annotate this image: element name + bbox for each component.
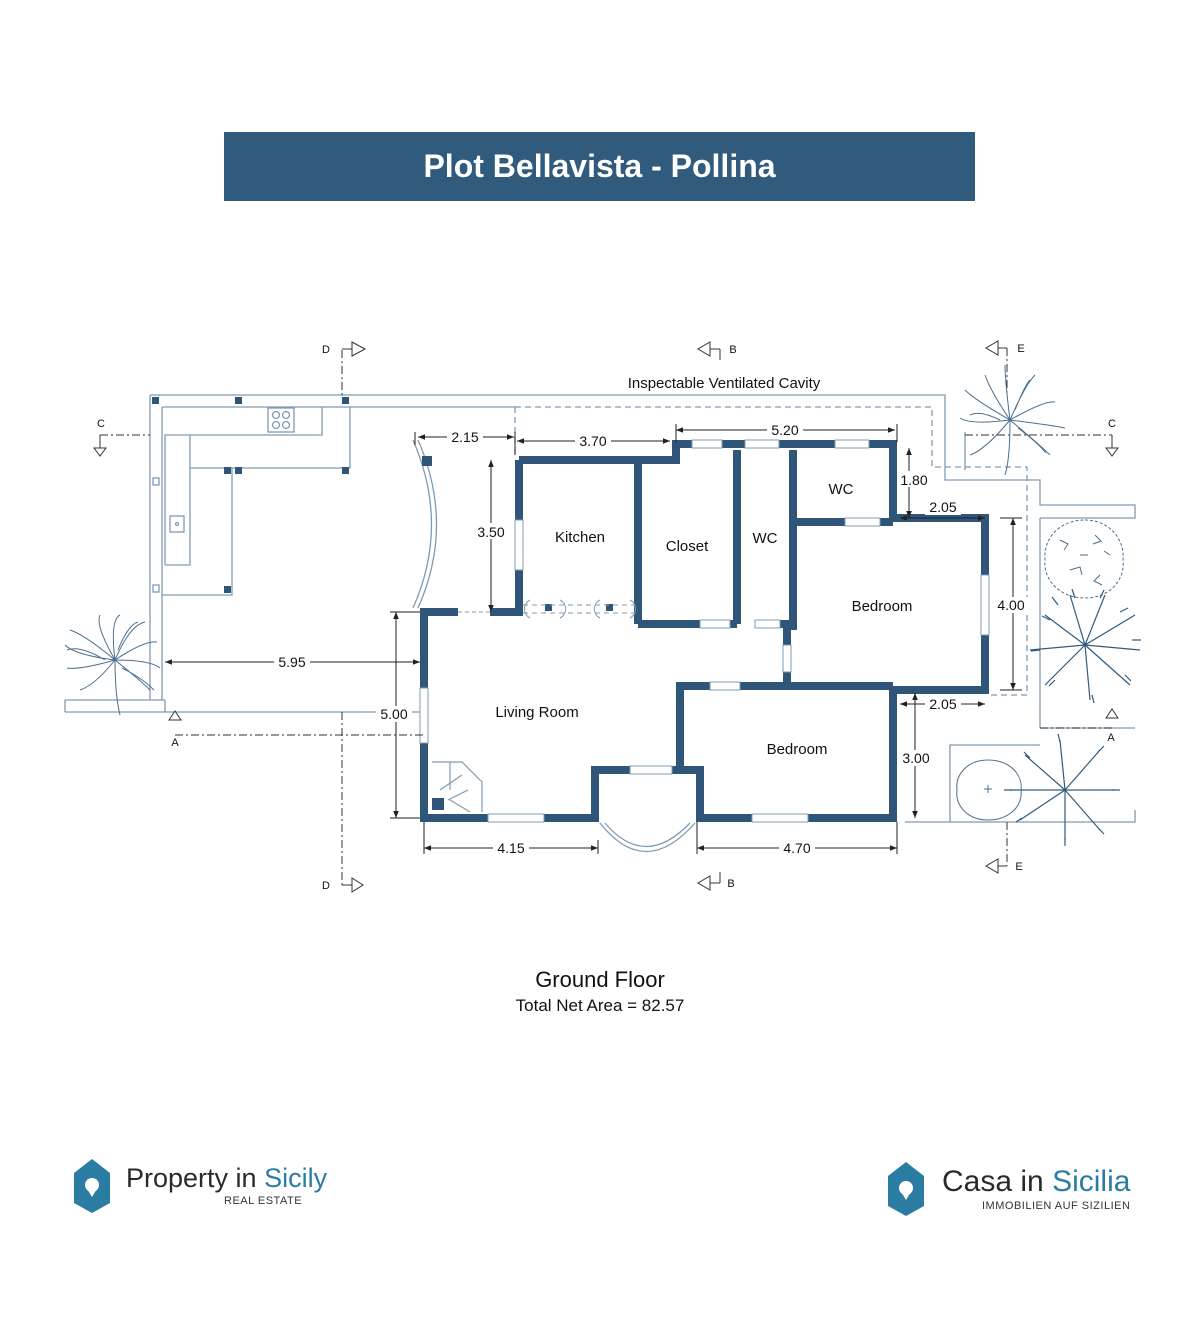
logo-casa-in-sicilia: Casa in Sicilia IMMOBILIEN AUF SIZILIEN (886, 1160, 1130, 1218)
page-title: Plot Bellavista - Pollina (423, 148, 776, 184)
columns (152, 397, 613, 611)
dimension-labels: 2.15 3.70 5.20 1.80 2.05 3.50 4.00 5.95 … (274, 421, 1028, 856)
dim-3-00: 3.00 (902, 750, 929, 766)
dim-2-05-bottom: 2.05 (929, 696, 956, 712)
room-closet: Closet (666, 538, 709, 555)
logo-left-brand-a: Property in (126, 1163, 265, 1193)
section-lines (100, 348, 1112, 885)
logo-right-tagline: IMMOBILIEN AUF SIZILIEN (982, 1199, 1131, 1212)
staircase (432, 761, 483, 813)
dim-2-05-top: 2.05 (929, 499, 956, 515)
dim-2-15: 2.15 (451, 429, 478, 445)
section-b-top: B (729, 344, 736, 356)
room-living-room: Living Room (495, 704, 578, 721)
house-pin-icon (74, 1159, 110, 1213)
section-d-bottom: D (322, 880, 330, 892)
dim-5-00: 5.00 (380, 706, 407, 722)
site-outline (64, 394, 1136, 853)
tree-right-icon (1029, 588, 1141, 704)
room-bedroom-2: Bedroom (767, 741, 828, 758)
section-a-right: A (1107, 732, 1115, 744)
room-wc-2: WC (829, 481, 854, 498)
shrub-right-1-icon (1044, 519, 1124, 599)
cavity-note: Inspectable Ventilated Cavity (628, 375, 821, 392)
section-d-top: D (322, 344, 330, 356)
section-a-left: A (171, 737, 179, 749)
logo-right-brand: Casa in Sicilia (942, 1164, 1131, 1198)
room-wc-1: WC (753, 530, 778, 547)
dim-3-70: 3.70 (579, 433, 606, 449)
section-b-bottom: B (727, 878, 734, 890)
room-bedroom-1: Bedroom (852, 598, 913, 615)
dim-4-00: 4.00 (997, 597, 1024, 613)
room-kitchen: Kitchen (555, 529, 605, 546)
section-labels: D B E C C A A D B E (97, 343, 1116, 892)
title-banner: Plot Bellavista - Pollina (224, 132, 975, 201)
plant-left-icon (64, 614, 161, 716)
plant-top-right-icon (959, 364, 1066, 476)
section-c-right: C (1108, 418, 1116, 430)
floor-area: Total Net Area = 82.57 (515, 996, 685, 1015)
section-c-left: C (97, 418, 105, 430)
section-e-bottom: E (1015, 861, 1022, 873)
shrub-bottom-right-icon (956, 759, 1022, 821)
logo-left-brand: Property in Sicily (126, 1165, 327, 1192)
dim-5-95: 5.95 (278, 654, 305, 670)
house-pin-icon (888, 1162, 924, 1216)
logo-left-brand-b: Sicily (264, 1163, 328, 1193)
dim-4-15: 4.15 (497, 840, 524, 856)
dim-5-20: 5.20 (771, 422, 798, 438)
floor-plan: Inspectable Ventilated Cavity Kitchen Cl… (64, 340, 1141, 893)
floor-title: Ground Floor (535, 967, 665, 992)
windows (419, 439, 990, 823)
dim-4-70: 4.70 (783, 840, 810, 856)
logo-property-in-sicily: Property in Sicily REAL ESTATE (72, 1157, 327, 1215)
section-e-top: E (1017, 343, 1024, 355)
dim-3-50: 3.50 (477, 524, 504, 540)
tree-bottom-right-icon (1004, 733, 1120, 846)
logo-right-brand-a: Casa in (942, 1164, 1053, 1198)
logo-right-brand-b: Sicilia (1052, 1164, 1131, 1198)
dim-1-80: 1.80 (900, 472, 927, 488)
section-markers (93, 340, 1119, 893)
logo-left-tagline: REAL ESTATE (224, 1195, 303, 1207)
